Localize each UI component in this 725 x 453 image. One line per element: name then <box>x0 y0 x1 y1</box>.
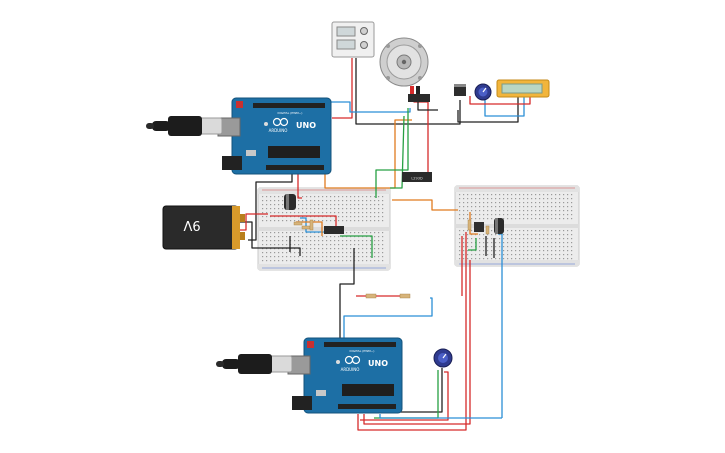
resistors-main <box>293 219 314 231</box>
resistor-mid-b[interactable] <box>399 293 411 299</box>
arduino-top-model: ARDUINO <box>269 128 288 133</box>
resistors-right <box>467 219 490 235</box>
arduino-top[interactable]: ARDUINO UNO DIGITAL (PWM~) <box>217 97 332 175</box>
encoder-chip <box>408 94 430 102</box>
wire-black-battery <box>238 221 301 256</box>
motor-driver-label: L293D <box>411 177 423 181</box>
ic-chip-breadboard[interactable] <box>324 226 344 234</box>
infinity-logo-top <box>272 117 289 127</box>
wire-blue-bb <box>300 217 330 233</box>
resistor-mid-a[interactable] <box>365 293 377 299</box>
wire-red-board-bb <box>297 168 302 199</box>
wire-green-bb <box>340 235 373 258</box>
capacitor-right[interactable] <box>494 218 504 234</box>
wire-blue-bottom <box>379 414 502 419</box>
wire-green-right <box>468 238 477 251</box>
lcd-display[interactable] <box>496 79 550 98</box>
potentiometer-bottom[interactable] <box>433 348 453 368</box>
infinity-logo-bottom <box>344 355 361 365</box>
arduino-bottom[interactable]: ARDUINO UNO DIGITAL (PWM~) <box>287 337 403 414</box>
breadboard-right <box>454 185 580 267</box>
wire-blue-lcd <box>484 96 525 117</box>
arduino-top-brand: UNO <box>296 121 316 130</box>
wire-red-motor <box>413 96 429 176</box>
capacitor-main[interactable] <box>284 194 296 210</box>
wire-red-bottom-b <box>363 260 471 425</box>
wire-red-bottom-c <box>360 371 449 421</box>
wire-orange-right-b <box>469 212 478 235</box>
battery-label: 9V <box>183 217 200 232</box>
power-supply[interactable] <box>331 21 375 58</box>
motor-driver-chip[interactable]: L293D <box>402 172 432 182</box>
battery-9v[interactable]: 9V <box>162 205 245 250</box>
wire-blue-top <box>320 101 411 113</box>
breadboard-right-holes <box>459 194 573 260</box>
wire-black-board-bb <box>248 168 293 241</box>
wire-black-lcd <box>457 96 519 123</box>
wire-red-battery <box>238 213 268 231</box>
wire-black-mid <box>339 248 355 338</box>
wire-red-top <box>332 58 353 119</box>
wire-orange-bb <box>296 221 323 236</box>
wire-green-top <box>375 108 409 198</box>
temperature-sensor[interactable] <box>454 84 466 96</box>
usb-cable-top <box>146 116 223 136</box>
arduino-top-header-label: DIGITAL (PWM~) <box>278 111 303 115</box>
arduino-bottom-model: ARDUINO <box>341 367 360 372</box>
dc-motor[interactable] <box>379 37 429 96</box>
arduino-bottom-header-label: DIGITAL (PWM~) <box>350 349 375 353</box>
wire-red-bottom-a <box>357 232 467 431</box>
potentiometer-top[interactable] <box>474 83 492 101</box>
wire-green-top2 <box>390 115 405 189</box>
wires <box>238 58 531 431</box>
arduino-bottom-brand: UNO <box>368 359 388 368</box>
wire-red-lcd <box>469 96 531 105</box>
transistor-right[interactable] <box>474 222 484 232</box>
wire-blue-mid <box>343 297 433 338</box>
wire-orange-right <box>392 199 458 211</box>
wire-orange-top <box>318 99 412 189</box>
usb-cable-bottom <box>216 354 293 374</box>
